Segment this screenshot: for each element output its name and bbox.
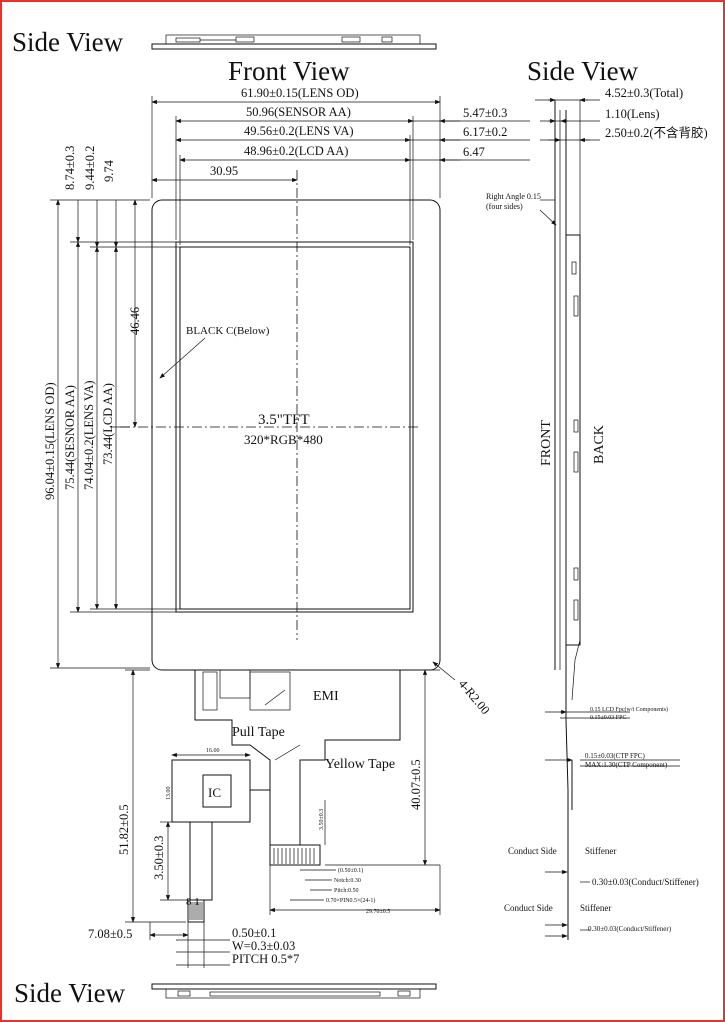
fpc-dimensions [125,669,441,968]
black-note: BLACK C(Below) [186,325,270,337]
ic-width-dim: 16.00 [206,748,220,754]
dim-fpc-right-length: 40.07±0.5 [409,759,423,810]
finger-note-4: 0.70×PIN0.5×(24-1) [326,897,375,904]
side-lens-thickness: 1.10(Lens) [605,107,660,121]
stiffener-1: Stiffener [585,846,616,856]
yellow-tape-label: Yellow Tape [325,757,395,772]
dim-v3: 9.74 [102,159,116,182]
dim-pitch-tol: 0.50±0.1 [232,926,276,940]
finger-note-5: 29.70±0.5 [366,909,390,915]
finger-note-2: Notch:0.30 [334,878,361,884]
side-view-title-top: Side View [12,27,124,57]
right-angle-note: Right Angle 0.15 [486,192,541,201]
conduct-side-2: Conduct Side [504,903,553,913]
side-no-adhesive: 2.50±0.2(不含背胶) [605,125,708,140]
corner-radius: 4-R2.00 [456,677,493,717]
side-total-thickness: 4.52±0.3(Total) [605,86,683,100]
front-label: FRONT [539,420,554,466]
dim-right-3: 6.47 [463,145,485,159]
side-view-bottom-strip [151,983,437,999]
ic-label: IC [208,785,221,800]
four-sides-note: (four sides) [486,202,523,211]
side-view-title-bottom: Side View [14,978,126,1008]
dim-pad-offset: 7.08±0.5 [88,927,132,941]
ctp-component-note: MAX:1.30(CTP Component) [585,761,668,769]
finger-leader-lines [290,869,336,901]
dim-right-2: 6.17±0.2 [463,125,507,139]
dim-lcd-aa-height: 73.44(LCD AA) [101,383,115,465]
conduct-dim-2: 0.30±0.03(Conduct/Stiffener) [588,925,672,933]
dim-lens-va-width: 49.56±0.2(LENS VA) [244,124,354,138]
dim-sensor-aa-height: 75.44(SESNOR AA) [63,385,77,490]
side-view-title-right: Side View [527,56,639,86]
lcd-fpc-note: 0.15 LCD Fpc(w/t Components) [590,706,668,713]
panel-resolution: 320*RGB*480 [244,432,323,447]
side-view-top-strip [151,34,437,50]
dim-lens-od-width: 61.90±0.15(LENS OD) [241,86,359,100]
pull-tape-label: Pull Tape [232,725,285,740]
dim-pitch-total: PITCH 0.5*7 [232,952,299,966]
dim-sensor-aa-width: 50.96(SENSOR AA) [246,105,351,119]
dim-lens-va-height: 74.04±0.2(LENS VA) [82,380,96,490]
lcd-aa-outline [179,246,411,610]
top-dimensions [151,96,530,245]
dim-v2: 9.44±0.2 [83,146,97,190]
fpc-cable [171,669,401,923]
lcd-panel [120,170,441,671]
dim-trace-width: W=0.3±0.03 [232,939,295,953]
stiffener-2: Stiffener [580,903,611,913]
back-label: BACK [592,425,607,464]
dim-lcd-aa-width: 48.96±0.2(LCD AA) [244,144,348,158]
conduct-dim-1: 0.30±0.03(Conduct/Stiffener) [592,877,699,887]
dim-fpc-length: 51.82±0.5 [117,804,131,855]
ctp-fpc-note: 0.15±0.03(CTP FPC) [585,752,645,760]
fpc-thickness-note: 0.15±0.03 FPC [590,715,626,721]
dim-half-height: 46.46 [128,307,142,335]
dim-lens-od-height: 96.04±0.15(LENS OD) [43,382,57,500]
front-view-title: Front View [228,56,350,86]
finger-note-3: Pitch:0.50 [334,888,359,894]
ic-height-dim: 13.00 [166,787,172,801]
dim-fpc-tail-small: 3.50±0.3 [319,809,325,830]
dim-v1: 8.74±0.3 [63,146,77,190]
dim-center-offset: 30.95 [210,164,238,178]
panel-model: 3.5"TFT [258,412,310,428]
side-profile [535,97,680,940]
finger-note-1: (0.50±0.1) [338,867,363,874]
left-dimensions [50,199,180,669]
dim-fpc-tail: 3.50±0.3 [152,836,166,880]
pin-numbers: 8 1 [186,896,200,908]
dim-right-1: 5.47±0.3 [463,106,507,120]
conduct-side-1: Conduct Side [508,846,557,856]
emi-label: EMI [313,689,339,704]
